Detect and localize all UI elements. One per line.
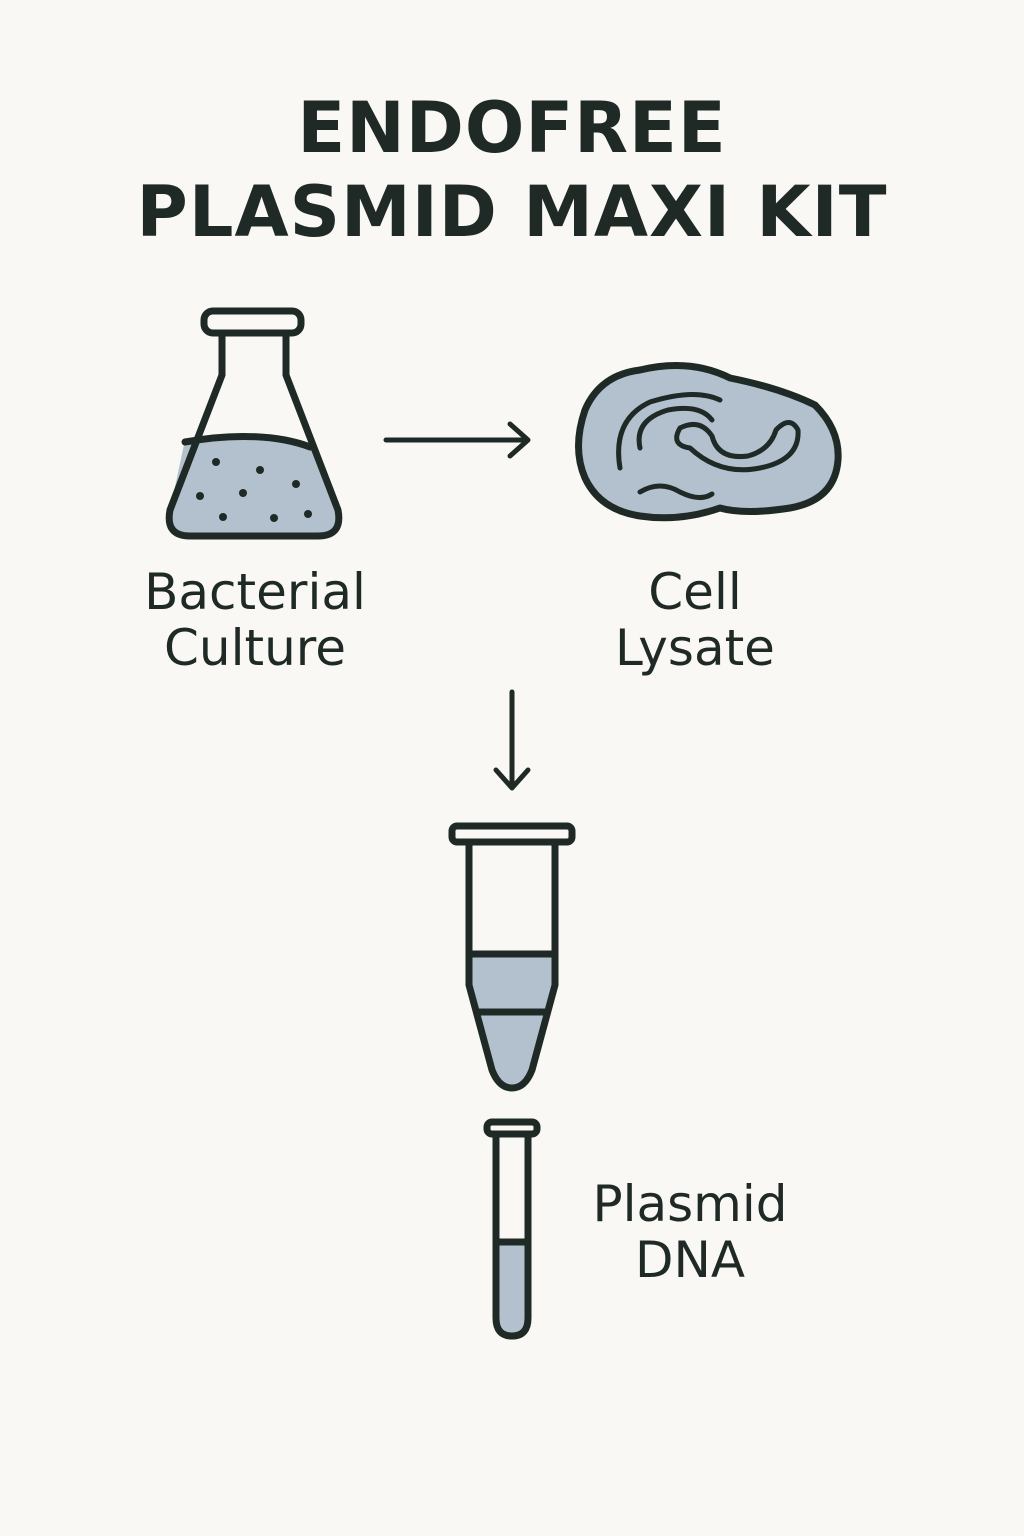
column-cap	[448, 822, 576, 846]
title-line-1: ENDOFREE	[297, 87, 727, 169]
label-bacterial-culture-line-2: Culture	[163, 619, 346, 677]
flask-liquid	[169, 436, 339, 536]
lysed-cell-icon	[575, 362, 842, 522]
column-outline	[465, 834, 559, 1092]
label-bacterial-culture: Bacterial Culture	[110, 564, 400, 676]
flask-liquid-surface	[181, 432, 314, 451]
flask-icon	[165, 307, 343, 540]
arrow-down-icon	[493, 689, 531, 791]
flask-outline	[165, 326, 343, 540]
dna-strands	[616, 391, 801, 500]
test-tube-icon	[483, 1118, 541, 1340]
bacteria-dots	[196, 458, 312, 522]
label-cell-lysate: Cell Lysate	[560, 564, 830, 676]
tube-fill	[496, 1242, 528, 1336]
title-line-2: PLASMID MAXI KIT	[136, 171, 888, 253]
label-plasmid-dna-line-2: DNA	[634, 1231, 746, 1289]
flask-lip	[200, 307, 305, 337]
diagram-title: ENDOFREE PLASMID MAXI KIT	[0, 86, 1024, 254]
label-plasmid-dna: Plasmid DNA	[570, 1176, 810, 1288]
tube-outline	[492, 1126, 532, 1340]
tube-rim	[483, 1118, 541, 1138]
label-bacterial-culture-line-1: Bacterial	[144, 563, 366, 621]
spin-column-icon	[448, 822, 576, 1092]
label-cell-lysate-line-1: Cell	[648, 563, 742, 621]
label-cell-lysate-line-2: Lysate	[615, 619, 775, 677]
arrow-right-icon	[383, 421, 531, 459]
label-plasmid-dna-line-1: Plasmid	[592, 1175, 788, 1233]
